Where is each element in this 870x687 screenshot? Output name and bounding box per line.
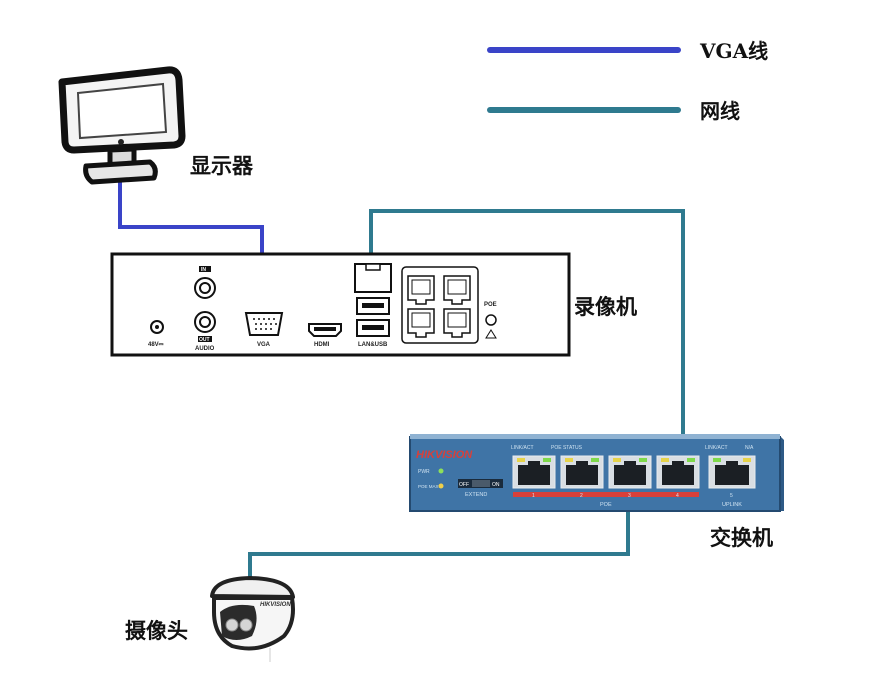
poe-max-led xyxy=(438,483,444,489)
uplink-link-act-header: LINK/ACT xyxy=(705,445,728,451)
legend-network-label: 网线 xyxy=(700,99,740,123)
extend-label: EXTEND xyxy=(465,492,487,498)
port-number-2: 2 xyxy=(580,493,583,499)
switch-label: 交换机 xyxy=(710,525,773,550)
port-number-1: 1 xyxy=(532,493,535,499)
port-number-5: 5 xyxy=(730,493,733,499)
camera-label: 摄像头 xyxy=(125,618,188,643)
extend-switch-knob xyxy=(472,480,490,487)
usb-port-1-tongue xyxy=(362,303,384,308)
camera-lens-right xyxy=(239,618,253,632)
nvr-label: 录像机 xyxy=(574,294,637,319)
poe-indicator xyxy=(485,314,497,326)
usb-port-2-tongue xyxy=(362,325,384,330)
monitor: 显示器 xyxy=(58,66,254,185)
audio-label: AUDIO xyxy=(195,346,215,352)
camera: HIKVISION 摄像头 xyxy=(125,576,295,662)
dc-power-pin xyxy=(155,325,159,329)
camera-dome-top xyxy=(210,576,295,599)
pwr-label: PWR xyxy=(418,469,430,475)
camera-lens-left xyxy=(225,618,239,632)
audio-out-port-inner xyxy=(199,316,211,328)
monitor-screen xyxy=(76,82,168,140)
poe-max-label: POE MAX xyxy=(418,484,439,489)
poe-label: POE xyxy=(484,302,497,308)
audio-out-label: OUT xyxy=(199,337,210,343)
switch-brand: HIKVISION xyxy=(416,449,473,461)
switch-port-3 xyxy=(608,455,652,489)
audio-out-badge xyxy=(198,336,212,342)
switch-top-edge xyxy=(410,434,780,439)
switch-ports xyxy=(512,455,756,489)
hdmi-port-label: HDMI xyxy=(314,342,330,348)
dc-port-label: 48V⎓ xyxy=(148,342,164,348)
switch-port-4 xyxy=(656,455,700,489)
pwr-led xyxy=(438,468,444,474)
monitor-base xyxy=(83,159,158,185)
vga-port xyxy=(244,312,284,336)
vga-pins xyxy=(253,318,277,330)
cables xyxy=(118,178,685,580)
lan-port-tab xyxy=(365,263,381,271)
audio-in-badge xyxy=(199,266,211,272)
poe-status-header: POE STATUS xyxy=(551,445,583,451)
na-header: N/A xyxy=(745,445,754,451)
poe-port-inner xyxy=(411,279,467,328)
warning-icon xyxy=(485,329,497,339)
poe-red-bar xyxy=(513,492,699,497)
lan-usb-label: LAN&USB xyxy=(358,342,388,348)
link-act-header: LINK/ACT xyxy=(511,445,534,451)
vga-port-label: VGA xyxy=(257,342,271,348)
monitor-label: 显示器 xyxy=(190,153,254,178)
toggle-on-label: ON xyxy=(492,482,500,488)
network-cable-nvr-switch xyxy=(369,209,685,470)
switch-port-5-uplink xyxy=(708,455,756,489)
nvr: 录像机 48V⎓ IN OUT AUDIO VGA HDMI xyxy=(110,252,637,357)
switch: HIKVISION PWR POE MAX OFF ON EXTEND LINK… xyxy=(409,434,784,550)
audio-in-port-inner xyxy=(199,282,211,294)
camera-brand: HIKVISION xyxy=(260,602,291,608)
switch-poe-label: POE xyxy=(600,502,612,508)
port-number-4: 4 xyxy=(676,493,679,499)
switch-port-1 xyxy=(512,455,556,489)
switch-port-2 xyxy=(560,455,604,489)
port-number-3: 3 xyxy=(628,493,631,499)
legend-vga-label: VGA线 xyxy=(699,39,768,63)
hdmi-port-inner xyxy=(314,327,336,331)
legend: VGA线 网线 xyxy=(487,39,768,123)
audio-in-label: IN xyxy=(201,267,206,273)
switch-uplink-label: UPLINK xyxy=(722,502,742,508)
power-icon xyxy=(118,139,124,145)
nvr-panel xyxy=(110,252,571,357)
toggle-off-label: OFF xyxy=(459,482,469,488)
poe-ports xyxy=(407,275,471,338)
